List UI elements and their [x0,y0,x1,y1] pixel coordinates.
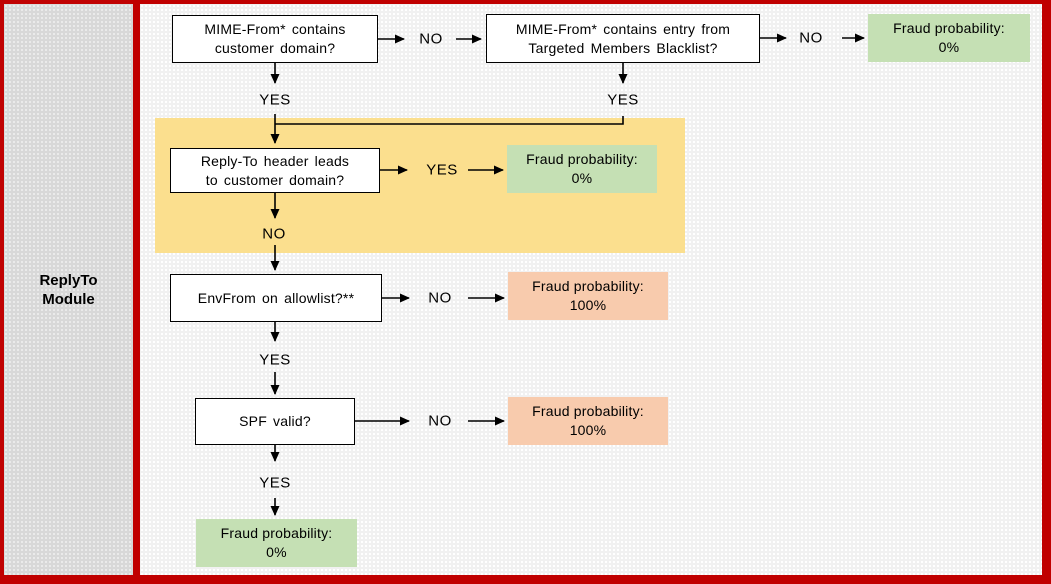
result-text-line2: 100% [569,297,607,313]
decision-mime-from-blacklist: MIME-From* contains entry from Targeted … [486,14,760,63]
result-text-line2: 0% [571,170,593,186]
result-fraud-0-final: Fraud probability: 0% [196,519,357,567]
decision-text-line1: Reply-To header leads [200,152,350,169]
result-fraud-0-top-right: Fraud probability: 0% [868,14,1030,62]
result-fraud-100-spf-no: Fraud probability: 100% [508,397,668,445]
decision-text-line1: EnvFrom on allowlist?** [197,289,355,306]
result-text-line1: Fraud probability: [220,525,333,541]
decision-text-line1: MIME-From* contains entry from [515,20,731,37]
edge-label-no-envfrom: NO [428,289,452,307]
edge-label-no-mime-blacklist: NO [799,29,823,47]
edge-label-no-spf: NO [428,412,452,430]
decision-text-line1: SPF valid? [239,413,311,429]
result-text-line2: 0% [266,544,287,560]
result-text-line2: 100% [569,422,607,438]
result-text-line1: Fraud probability: [532,403,644,419]
result-fraud-100-envfrom-no: Fraud probability: 100% [508,272,668,320]
decision-envfrom-allowlist: EnvFrom on allowlist?** [170,274,382,322]
module-title-line2: Module [42,291,95,308]
module-title-line1: ReplyTo [39,272,98,289]
decision-replyto-header: Reply-To header leads to customer domain… [170,148,380,193]
edge-label-yes-envfrom: YES [259,351,291,369]
decision-text-line2: customer domain? [214,40,336,56]
decision-mime-from-customer-domain: MIME-From* contains customer domain? [172,15,378,63]
edge-label-yes-replyto: YES [426,161,458,179]
result-text-line1: Fraud probability: [532,278,644,294]
decision-spf-valid: SPF valid? [195,398,355,445]
edge-label-yes-spf: YES [259,474,291,492]
edge-label-no-replyto: NO [262,225,286,243]
result-fraud-0-replyto-yes: Fraud probability: 0% [507,145,657,193]
edge-label-no-mime-customer: NO [419,30,443,48]
result-text-line2: 0% [938,39,960,55]
decision-text-line1: MIME-From* contains [204,21,346,37]
decision-text-line2: Targeted Members Blacklist? [528,39,718,56]
sidebar [4,4,133,575]
module-title: ReplyTo Module [4,271,133,309]
edge-label-yes-mime-blacklist: YES [607,91,639,109]
decision-text-line2: to customer domain? [205,171,345,188]
edge-label-yes-mime-customer: YES [259,91,291,109]
result-text-line1: Fraud probability: [893,20,1005,36]
result-text-line1: Fraud probability: [526,151,638,167]
